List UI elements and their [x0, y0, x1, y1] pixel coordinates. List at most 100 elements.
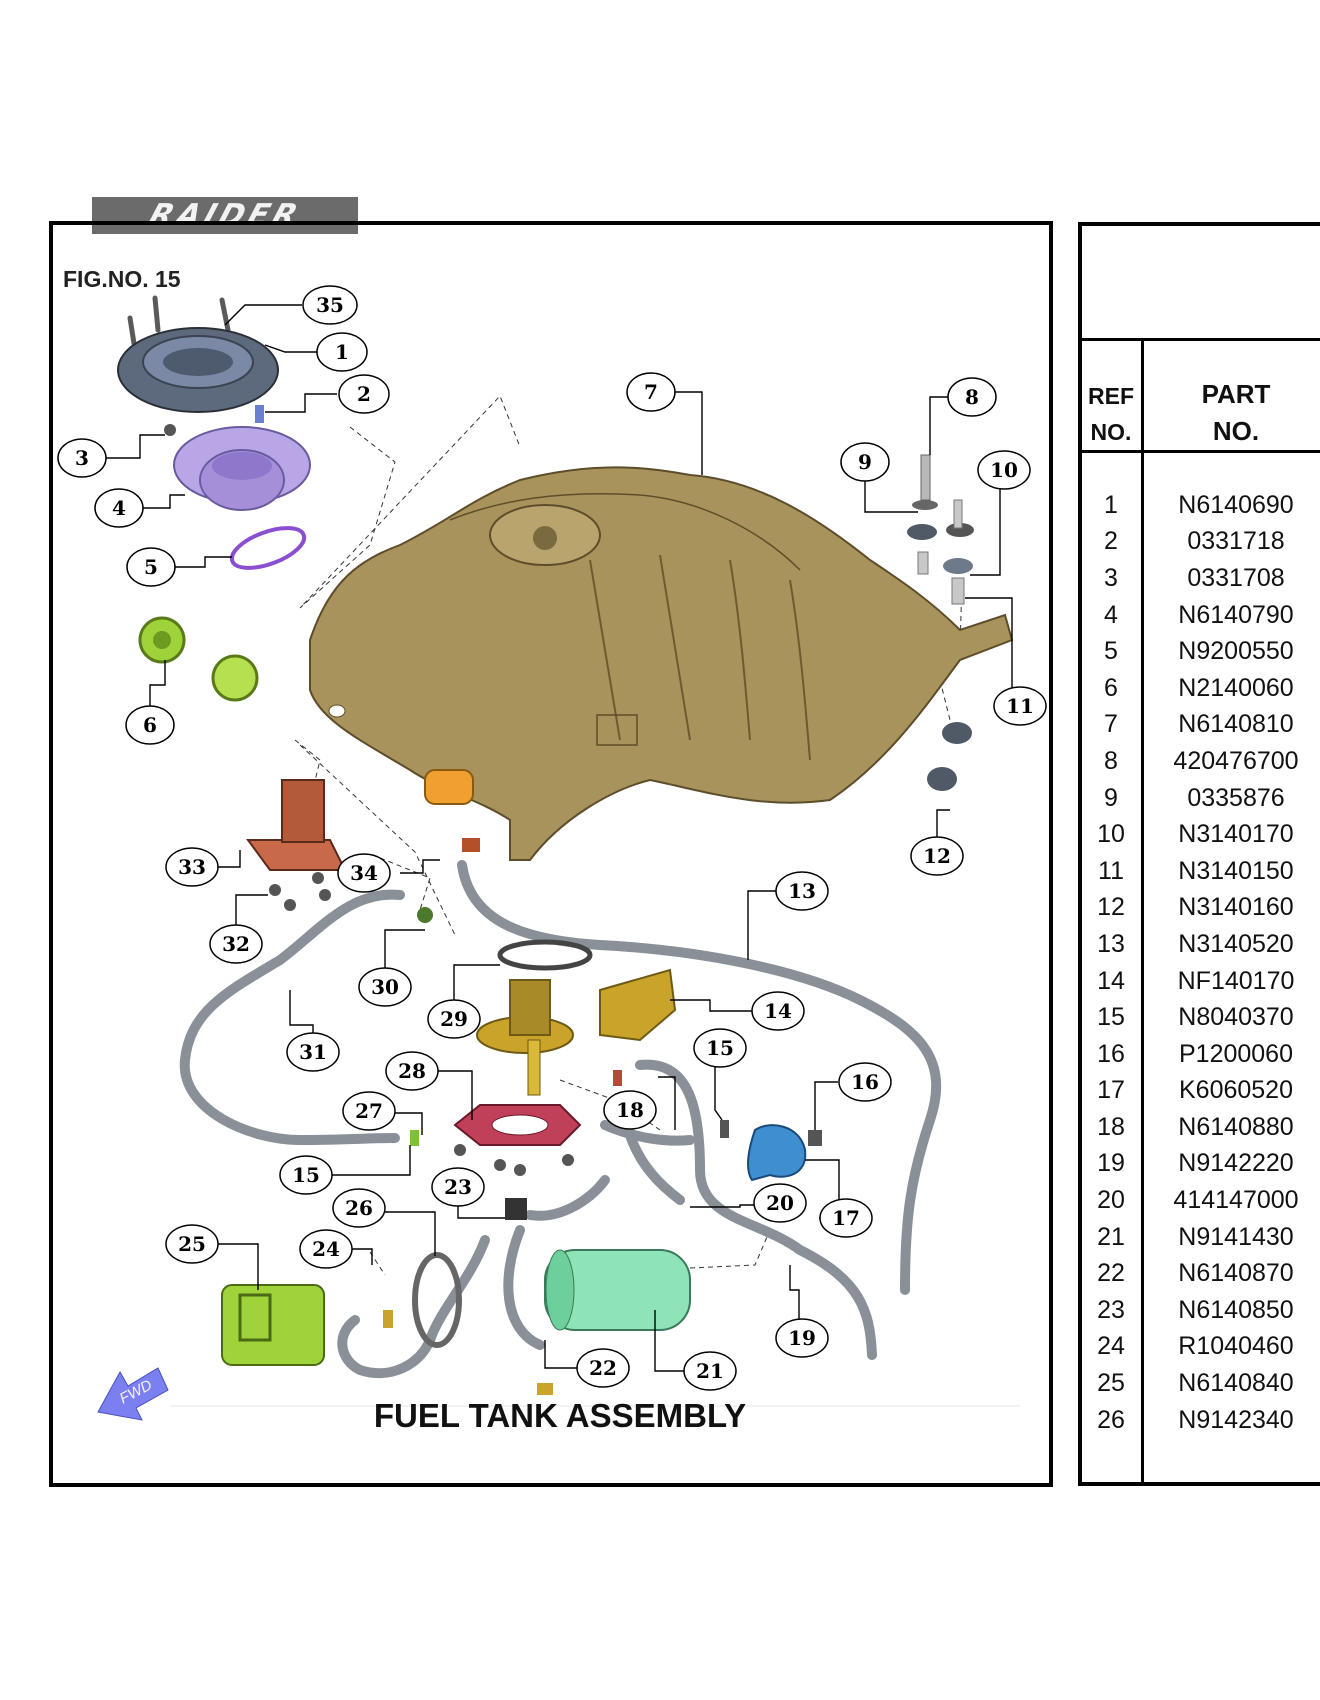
- callout-35: 35: [302, 285, 358, 325]
- svg-text:7: 7: [644, 380, 658, 404]
- svg-text:28: 28: [398, 1059, 426, 1083]
- callout-23: 23: [431, 1167, 485, 1207]
- callout-20: 20: [753, 1183, 807, 1223]
- part-fuel-pump: [476, 979, 574, 1096]
- part-no-cell: N6140790: [1178, 600, 1294, 629]
- svg-text:6: 6: [143, 713, 157, 737]
- ref-cell: 6: [1104, 673, 1118, 702]
- ref-cell: 24: [1097, 1332, 1125, 1361]
- dashed-guides: [294, 395, 963, 1276]
- callout-21: 21: [683, 1351, 737, 1391]
- part-29-gasket: [497, 939, 593, 971]
- callout-7: 7: [626, 372, 676, 412]
- part-27-screws: [454, 1144, 574, 1176]
- figure-number: FIG.NO. 15: [63, 266, 181, 292]
- callout-15-lower: 15: [279, 1155, 333, 1195]
- callout-4: 4: [94, 488, 144, 528]
- svg-text:22: 22: [589, 1356, 617, 1380]
- svg-text:16: 16: [851, 1070, 879, 1094]
- svg-text:5: 5: [144, 555, 158, 579]
- ref-cell: 18: [1097, 1112, 1125, 1141]
- callout-9: 9: [840, 442, 890, 482]
- part-12-rubber-mounts: [927, 722, 972, 791]
- svg-text:21: 21: [696, 1359, 724, 1383]
- ref-cell: 9: [1104, 783, 1118, 812]
- callouts: 35 1 2 3 4 5 6 7 8 9 10 11 12 13 14 15 1…: [57, 285, 1047, 1391]
- table-row: 24 R1040460: [1082, 1329, 1320, 1366]
- table-row: 18 N6140880: [1082, 1109, 1320, 1146]
- ref-cell: 15: [1097, 1003, 1125, 1032]
- part-no-cell: N6140870: [1178, 1259, 1294, 1288]
- callout-25: 25: [165, 1224, 219, 1264]
- part-no-cell: R1040460: [1178, 1332, 1294, 1361]
- callout-18: 18: [603, 1090, 657, 1130]
- svg-text:14: 14: [764, 999, 792, 1023]
- table-header-top-rule: [1078, 338, 1320, 341]
- callout-13: 13: [775, 871, 829, 911]
- header-ref-no: REF NO.: [1082, 378, 1140, 450]
- svg-text:33: 33: [178, 855, 206, 879]
- ref-cell: 8: [1104, 746, 1118, 775]
- part-13-hose: [457, 860, 942, 1295]
- svg-text:23: 23: [444, 1175, 472, 1199]
- part-no-cell: N3140170: [1178, 820, 1294, 849]
- callout-5: 5: [126, 547, 176, 587]
- part-1-fuel-cap: [117, 327, 279, 413]
- part-no-cell: N6140880: [1178, 1112, 1294, 1141]
- part-11-grommet-left: [907, 524, 937, 575]
- callout-8: 8: [947, 377, 997, 417]
- callout-19: 19: [775, 1318, 829, 1358]
- ref-cell: 11: [1098, 856, 1124, 885]
- part-no-cell: NF140170: [1177, 966, 1295, 995]
- part-20-hose: [625, 1130, 685, 1205]
- part-no-cell: 414147000: [1173, 1186, 1299, 1215]
- part-24-connector: [383, 1310, 393, 1328]
- fwd-arrow: FWD: [97, 1367, 169, 1421]
- ref-cell: 21: [1097, 1222, 1125, 1251]
- svg-text:18: 18: [616, 1098, 644, 1122]
- header-ref-line2: NO.: [1090, 419, 1132, 445]
- assembly-title: FUEL TANK ASSEMBLY: [373, 1397, 747, 1434]
- callout-34: 34: [337, 853, 391, 893]
- part-6-dampers: [138, 616, 259, 702]
- svg-text:30: 30: [371, 975, 399, 999]
- part-28-bracket-hole: [491, 1114, 549, 1136]
- part-3-screw: [164, 424, 176, 436]
- part-31-hose: [179, 889, 405, 1146]
- ref-cell: 16: [1097, 1039, 1125, 1068]
- part-no-cell: 0331718: [1187, 527, 1285, 556]
- part-no-cell: N6140690: [1178, 490, 1294, 519]
- svg-text:12: 12: [923, 844, 951, 868]
- part-no-cell: N6140840: [1178, 1369, 1294, 1398]
- part-no-cell: 420476700: [1173, 746, 1299, 775]
- svg-text:27: 27: [355, 1099, 383, 1123]
- callout-10: 10: [977, 450, 1031, 490]
- table-row: 9 0335876: [1082, 780, 1320, 817]
- svg-text:2: 2: [357, 382, 371, 406]
- part-21-canister: [544, 1249, 691, 1331]
- svg-text:31: 31: [299, 1040, 327, 1064]
- part-23-hose: [525, 1175, 610, 1221]
- part-no-cell: 0335876: [1187, 783, 1285, 812]
- svg-text:15: 15: [706, 1036, 734, 1060]
- svg-text:20: 20: [766, 1191, 794, 1215]
- part-no-cell: 0331708: [1187, 563, 1285, 592]
